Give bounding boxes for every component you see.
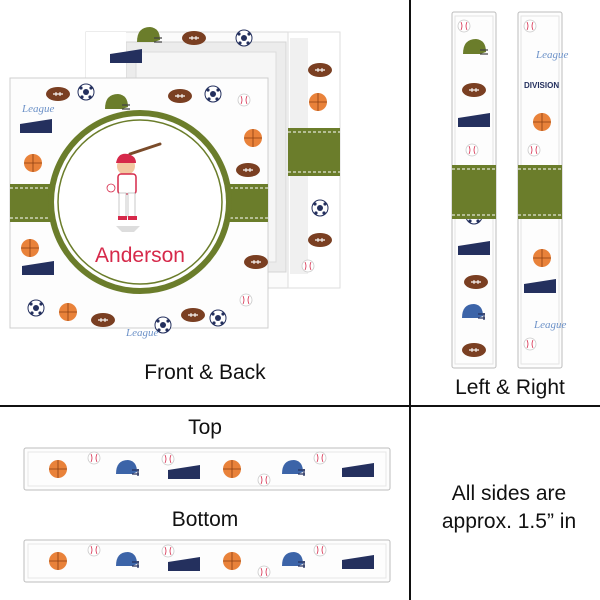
bottom-caption: Bottom [171,508,239,531]
front-canvas-panel: League League Anderson [9,77,269,339]
baseball-player-illustration [106,142,162,232]
league-text-right: League [535,49,569,61]
personalized-name: Anderson [95,244,185,267]
top-strip [23,447,391,491]
league-text-front-bottom: League [125,327,159,339]
top-caption: Top [188,416,222,439]
vertical-divider [409,0,411,600]
left-right-caption: Left & Right [455,376,565,399]
division-text-right: DIVISION [524,81,559,90]
league-text-front: League [21,103,55,115]
horizontal-divider [0,405,600,407]
front-back-canvas: League League Anderson [9,26,341,339]
bottom-strip [23,539,391,583]
sides-note-line2: approx. 1.5” in [441,510,577,533]
league-text-right-2: League [533,319,567,331]
front-back-caption: Front & Back [144,361,266,384]
left-strip [451,11,497,369]
sides-note: All sides are approx. 1.5” in [418,480,600,536]
sides-note-line1: All sides are [451,482,567,505]
right-strip: League DIVISION League [517,11,569,369]
left-right-strips: League DIVISION League [451,11,569,369]
